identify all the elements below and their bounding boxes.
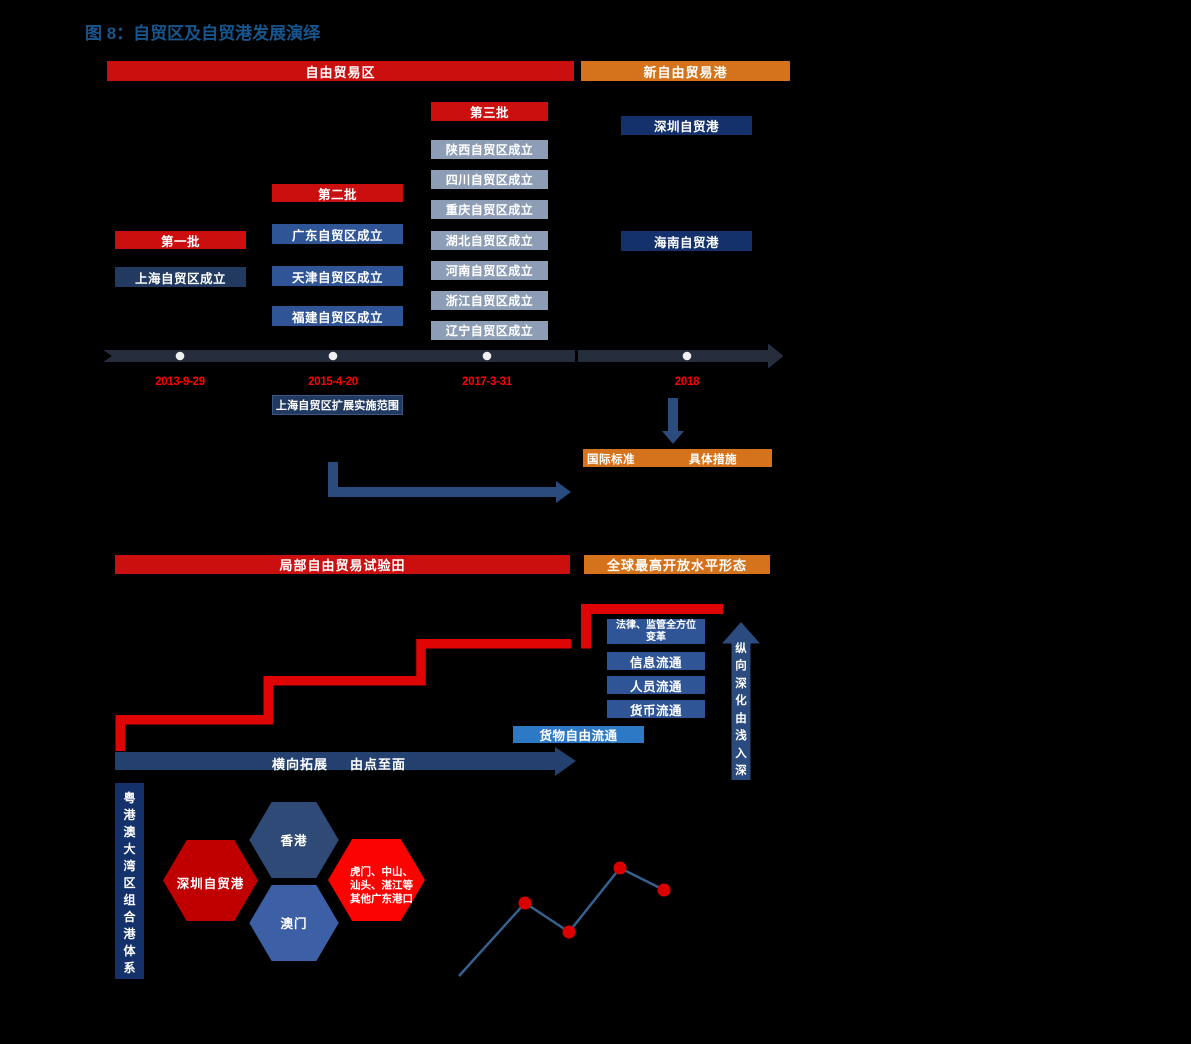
hexagon-hongkong [244,798,344,882]
bay-area-sidebar-label: 粤港澳大湾区组合港体系 [123,791,136,975]
banner-highest-opening: 全球最高开放水平形态 [584,555,770,574]
port-box-hainan: 海南自贸港 [621,231,752,251]
vertical-arrow-icon [722,622,760,780]
batch3-item: 河南自贸区成立 [431,261,548,280]
timeline-date: 2017-3-31 [462,376,512,388]
batch1-item: 上海自贸区成立 [115,267,246,287]
hexagon-macau-label: 澳门 [280,916,307,931]
hexagon-other-ports-label-line3: 其他广东港口 [350,892,413,905]
timeline-bar-right [578,350,768,362]
flow-box-personnel: 人员流通 [607,676,705,694]
down-arrow-icon [662,398,684,444]
timeline-date: 2015-4-20 [308,376,358,388]
batch3-item: 四川自贸区成立 [431,170,548,189]
standard-label: 国际标准 [587,454,635,466]
timeline-date: 2013-9-29 [155,376,205,388]
timeline-dot [482,351,492,361]
flow-box-legal-line2: 变革 [646,631,666,643]
hexagon-other-ports [328,839,425,921]
hexagon-other-ports-label-line2: 汕头、湛江等 [350,879,413,892]
hexagon-macau [244,881,344,965]
hexagon-shenzhen-label: 深圳自贸港 [177,876,245,891]
hexagon-other-ports-label-line1: 虎门、中山、 [350,865,413,878]
trend-dot [613,861,627,875]
batch3-item: 湖北自贸区成立 [431,231,548,250]
batch3-item: 辽宁自贸区成立 [431,321,548,340]
batch3-item: 陕西自贸区成立 [431,140,548,159]
bay-area-sidebar [115,783,144,979]
batch2-item: 天津自贸区成立 [272,266,403,286]
flow-box-legal-line1: 法律、监管全方位 [616,619,696,631]
port-box-shenzhen: 深圳自贸港 [621,116,752,135]
banner-new-free-trade-port: 新自由贸易港 [581,61,790,81]
trend-dot [518,896,532,910]
flow-box-currency: 货币流通 [607,700,705,718]
flow-box-information: 信息流通 [607,652,705,670]
vertical-arrow-label: 纵向深化由浅入深 [735,643,747,777]
batch2-header: 第二批 [272,184,403,202]
figure-title: 图 8：自贸区及自贸港发展演绎 [85,24,321,43]
banner-pilot-field: 局部自由贸易试验田 [115,555,570,574]
batch2-item: 广东自贸区成立 [272,224,403,244]
measures-label: 具体措施 [689,454,737,466]
horizontal-arrow-label: 横向拓展 由点至面 [272,754,406,773]
batch1-header: 第一批 [115,231,246,249]
hexagon-hongkong-label: 香港 [279,833,307,848]
timeline-bar-left [103,350,575,362]
timeline-dot [328,351,338,361]
timeline-dot [175,351,185,361]
staircase-line [115,604,723,751]
timeline-date: 2018 [674,376,700,388]
timeline-arrowhead-icon [768,343,784,369]
batch2-item: 福建自贸区成立 [272,306,403,326]
shanghai-expansion-note: 上海自贸区扩展实施范围 [272,395,403,415]
flow-box-legal: 法律、监管全方位 变革 [607,619,705,644]
hexagon-shenzhen [163,840,258,921]
elbow-arrow-icon [328,462,571,503]
h-arrow-label-expand: 横向拓展 [272,757,329,772]
batch3-item: 重庆自贸区成立 [431,200,548,219]
timeline-axis [103,343,784,369]
goods-flow-box: 货物自由流通 [513,726,644,743]
h-arrow-label-points: 由点至面 [350,757,407,772]
timeline-dot [682,351,692,361]
port-hexagon-cluster: 香港 深圳自贸港 澳门 虎门、中山、 汕头、湛江等 其他广东港口 [163,798,425,965]
trend-dot [657,883,671,897]
trend-line-chart [458,861,671,977]
horizontal-arrow-icon [115,747,576,776]
batch3-item: 浙江自贸区成立 [431,291,548,310]
trend-dot [562,925,576,939]
banner-free-trade-zone: 自由贸易区 [107,61,574,81]
batch3-header: 第三批 [431,102,548,121]
standard-measures-box: 国际标准 具体措施 [583,449,772,467]
